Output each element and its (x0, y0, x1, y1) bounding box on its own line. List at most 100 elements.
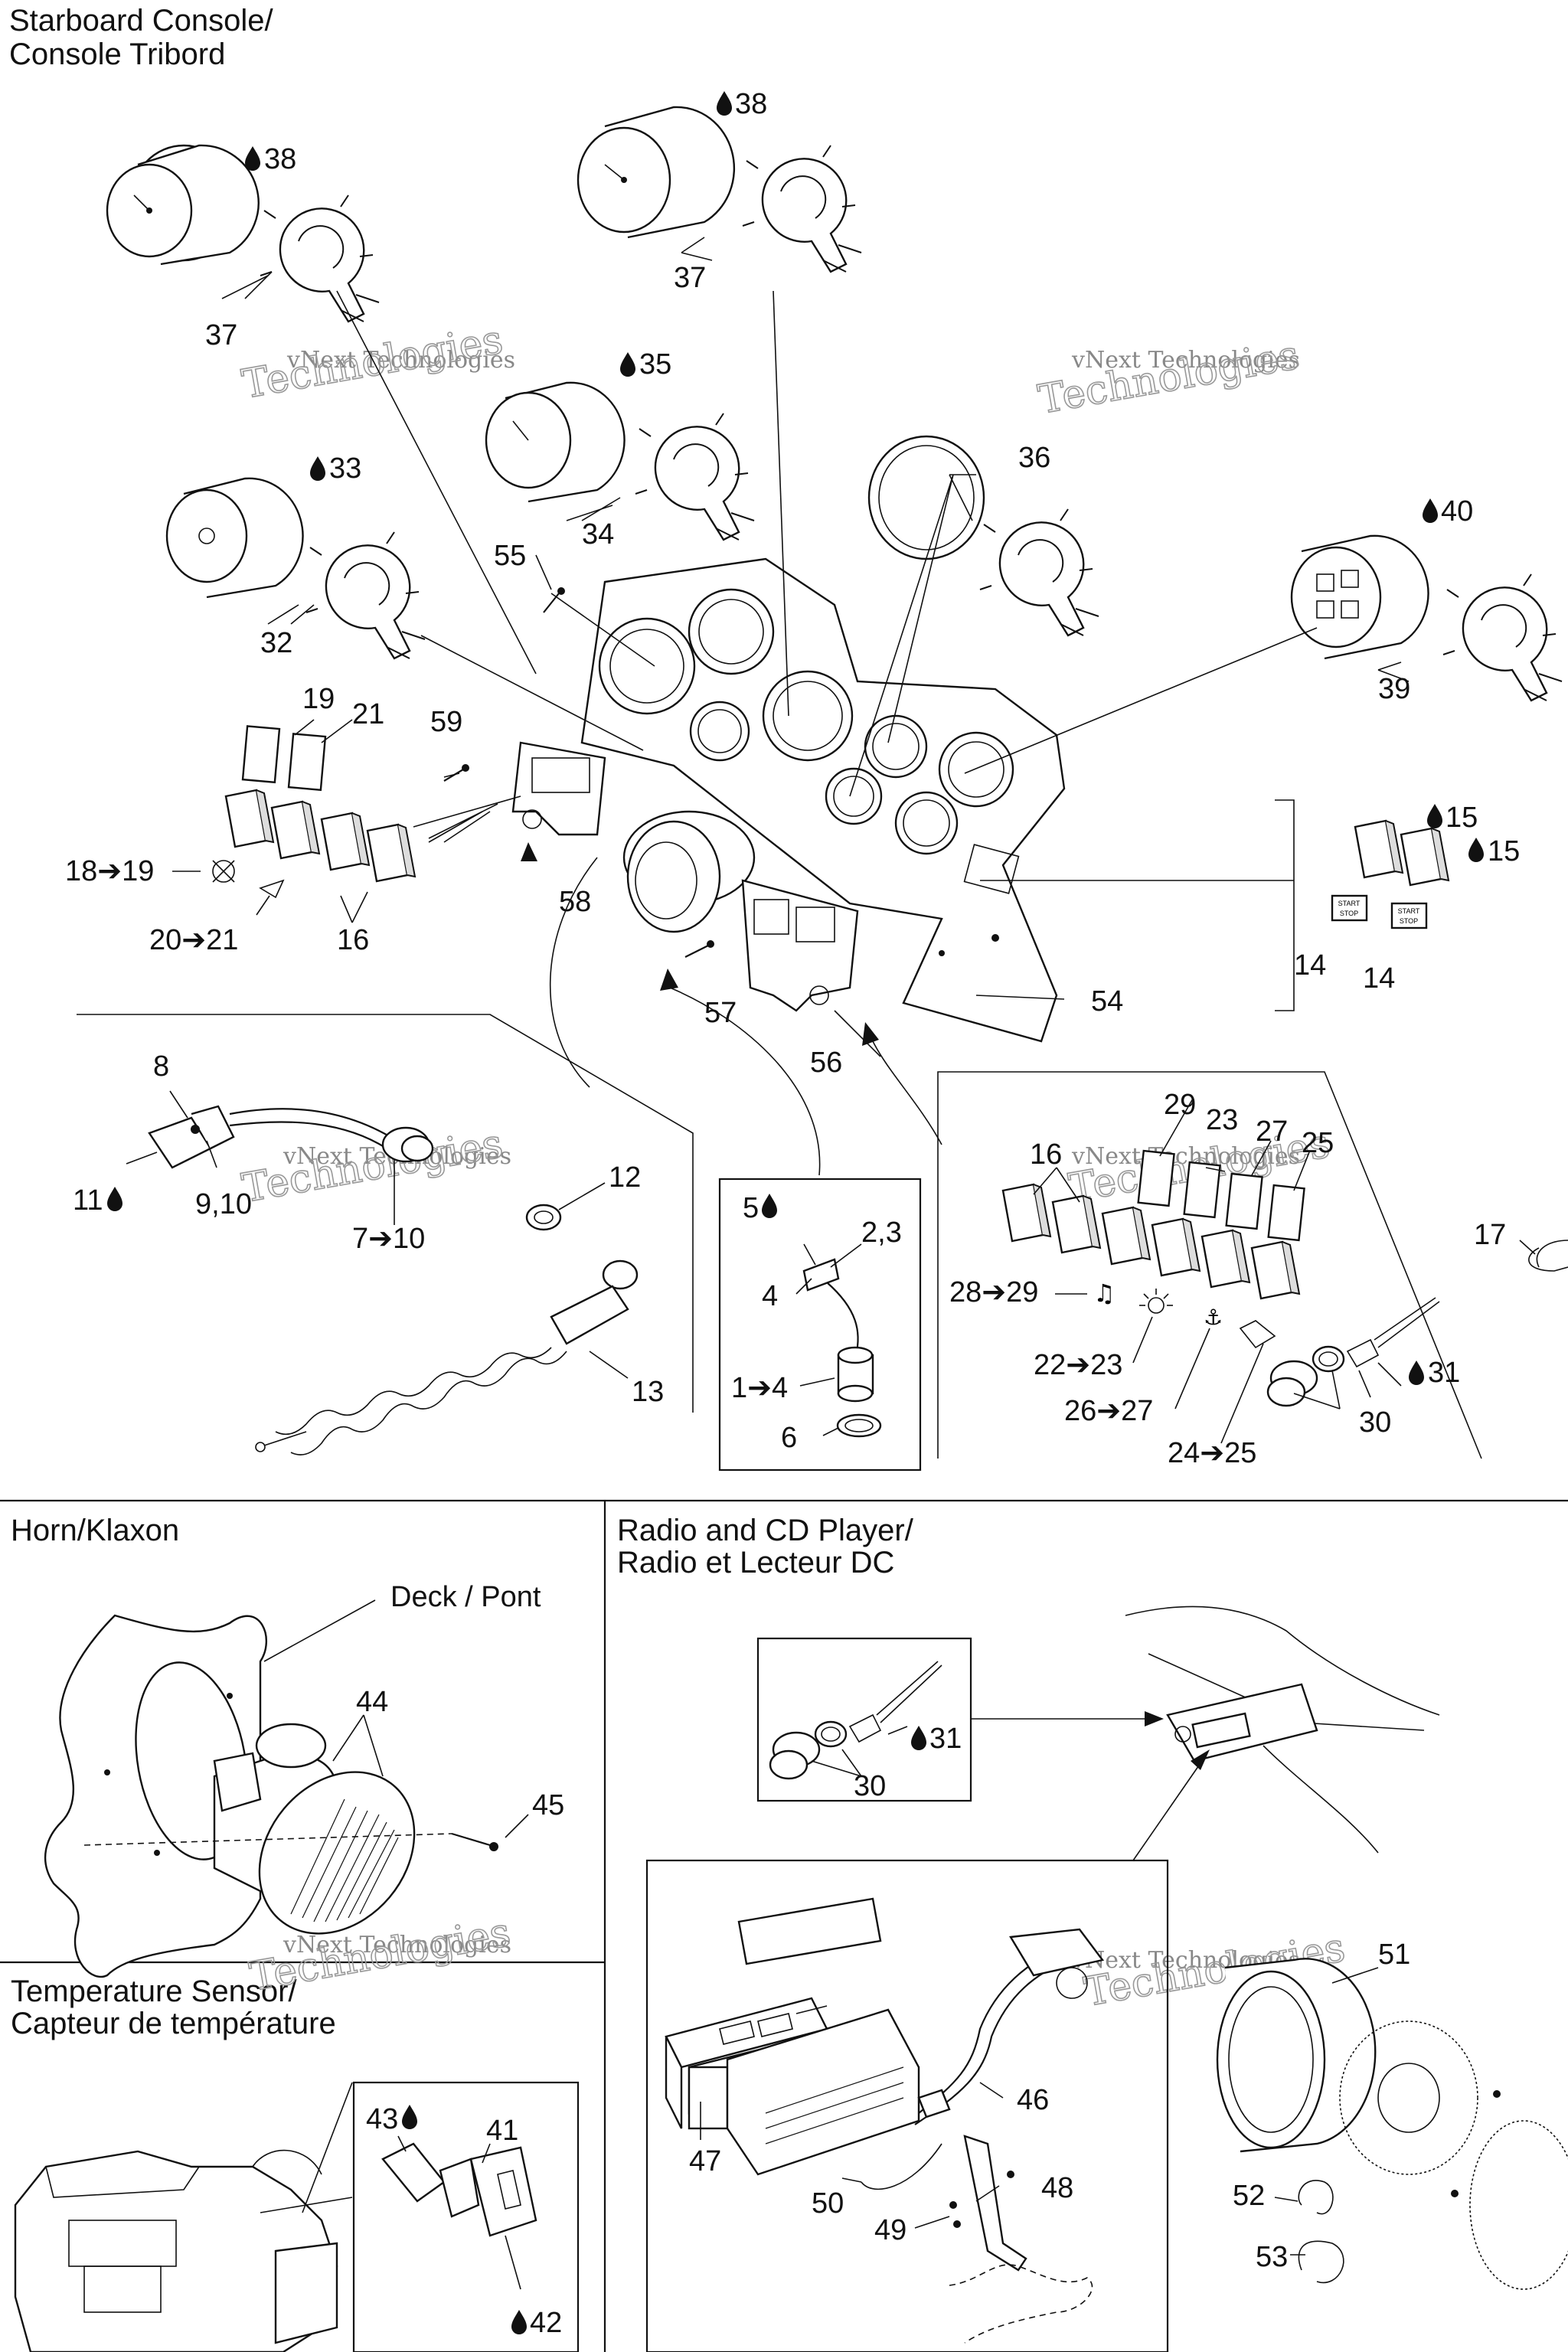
screw-59 (443, 764, 469, 782)
svg-text:23: 23 (1206, 1104, 1238, 1136)
screw-57 (684, 940, 714, 958)
svg-text:28➔29: 28➔29 (949, 1276, 1038, 1308)
switch-group-frame (937, 1071, 1482, 1459)
arrow-right-icon (660, 969, 678, 991)
gauge-mount-32 (305, 531, 426, 660)
accessory-outlet-30-31 (1266, 1297, 1440, 1407)
section-title-temperature: Temperature Sensor/ (11, 1975, 297, 2008)
svg-text:31: 31 (929, 1723, 962, 1755)
svg-text:47: 47 (689, 2145, 721, 2177)
svg-text:START: START (1338, 900, 1361, 907)
svg-text:41: 41 (486, 2115, 518, 2147)
svg-text:53: 53 (1256, 2241, 1288, 2273)
sensor-detail-box (352, 2081, 580, 2352)
leader-lines-sensor (397, 2135, 521, 2290)
svg-text:37: 37 (674, 262, 706, 294)
callout-labels: 38 37 38 37 35 34 33 32 36 40 39 55 19 2… (65, 88, 1520, 2339)
svg-text:43: 43 (366, 2103, 398, 2135)
temperature-sensor-41-43 (381, 2142, 537, 2237)
arrow-right-icon (521, 842, 537, 861)
svg-text:4: 4 (762, 1280, 778, 1312)
dash-panel-54 (580, 557, 1066, 1043)
gauge-mount-36 (978, 508, 1100, 637)
gauge-33 (165, 477, 304, 599)
throttle-boot-57 (622, 810, 756, 933)
lanyard-13 (255, 1259, 639, 1455)
svg-text:37: 37 (205, 319, 237, 351)
svg-text:21: 21 (352, 698, 384, 730)
arrow-right-icon (862, 1022, 879, 1046)
svg-text:35: 35 (639, 348, 671, 381)
svg-text:18➔19: 18➔19 (65, 855, 154, 887)
leader-lines-lamp (795, 1243, 862, 1436)
svg-text:51: 51 (1378, 1939, 1410, 1971)
svg-text:START: START (1398, 907, 1420, 915)
bilge-symbol-icon (259, 879, 285, 899)
svg-text:29: 29 (1164, 1089, 1196, 1121)
svg-text:46: 46 (1017, 2084, 1049, 2116)
svg-text:14: 14 (1294, 949, 1326, 982)
speaker-51 (1216, 1958, 1568, 2290)
gauge-38-left (106, 144, 260, 266)
arrow-right-icon (1145, 1711, 1164, 1726)
arrow-path (669, 987, 821, 1176)
lamp-socket-1-4 (802, 1258, 882, 1438)
connector-8 (148, 1105, 235, 1169)
switch-26 (1200, 1229, 1251, 1289)
gauge-38-right (577, 106, 735, 239)
section-title-radio-fr: Radio et Lecteur DC (617, 1546, 894, 1579)
section-title-radio: Radio and CD Player/ (617, 1514, 914, 1547)
horn-44 (213, 1723, 416, 1935)
svg-text:vNext Technologies: vNext Technologies (286, 347, 515, 374)
svg-text:⚓: ⚓ (1204, 1305, 1223, 1330)
svg-text:38: 38 (264, 143, 296, 175)
leader-lines-horn (83, 1599, 529, 1846)
post-7-10 (381, 1126, 434, 1163)
gauge-mount-37-left (259, 194, 381, 323)
accessory-outlet-30-31-radio (769, 1661, 942, 1780)
gauge-40 (1290, 534, 1429, 660)
switch-16c (1001, 1183, 1052, 1243)
svg-text:45: 45 (532, 1789, 564, 1821)
svg-text:2,3: 2,3 (861, 1217, 902, 1249)
svg-text:54: 54 (1091, 985, 1123, 1018)
svg-text:16: 16 (337, 924, 369, 956)
fan-symbol-icon (212, 860, 235, 883)
svg-text:36: 36 (1018, 442, 1050, 474)
outlet-detail-box (756, 1637, 972, 1802)
svg-text:39: 39 (1378, 673, 1410, 705)
nut-12 (525, 1204, 562, 1231)
section-title-starboard: Starboard Console/ (9, 4, 274, 38)
svg-text:48: 48 (1041, 2172, 1073, 2204)
svg-text:34: 34 (582, 518, 614, 550)
svg-text:44: 44 (356, 1686, 388, 1718)
switch-16b (366, 823, 416, 883)
leader-lines-switches (172, 719, 498, 923)
gauge-35 (485, 381, 626, 503)
svg-text:Deck / Pont: Deck / Pont (390, 1581, 541, 1613)
switch-panel-56 (741, 879, 859, 1012)
screws-49 (949, 2171, 1014, 2228)
switch-24 (1250, 1240, 1301, 1300)
bezel-ring-36 (867, 435, 985, 560)
symbol-icons: ♫ ⚓ (1093, 1279, 1276, 1349)
svg-text:6: 6 (781, 1422, 797, 1454)
svg-text:♫: ♫ (1093, 1279, 1116, 1308)
cable-ties-52-53 (1298, 2180, 1344, 2284)
svg-text:9,10: 9,10 (195, 1188, 252, 1220)
svg-text:25: 25 (1302, 1127, 1334, 1159)
svg-text:13: 13 (632, 1376, 664, 1408)
switch-28 (1101, 1206, 1152, 1266)
leader-line (1132, 1760, 1203, 1861)
switch-covers-23-29 (1137, 1149, 1305, 1242)
svg-text:42: 42 (530, 2307, 562, 2339)
svg-text:56: 56 (810, 1047, 842, 1079)
switch-20 (270, 800, 321, 860)
svg-text:15: 15 (1446, 802, 1478, 834)
harness-46 (861, 1928, 1105, 2190)
switch-16a (320, 812, 371, 871)
arrow-right-icon (1191, 1749, 1210, 1770)
start-stop-label-b: START STOP (1390, 902, 1428, 929)
switch-15a (1354, 819, 1404, 879)
